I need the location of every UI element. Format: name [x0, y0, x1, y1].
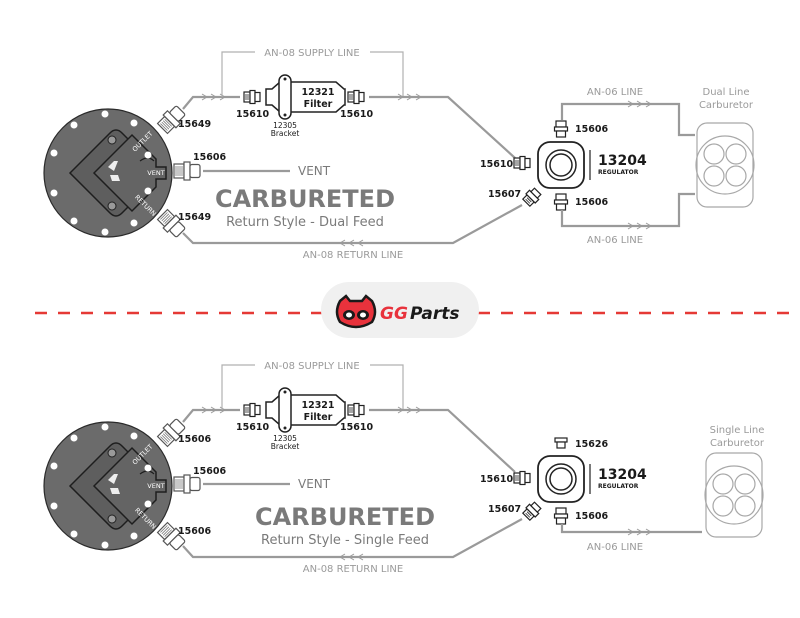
vent-line-label: VENT [298, 477, 331, 491]
gg-mascot-icon [335, 294, 377, 329]
regulator-top-label: 15626 [575, 439, 608, 450]
return-hose [182, 204, 523, 245]
regulator-return-fitting [521, 500, 543, 522]
diagram-title: CARBURETED [255, 503, 435, 531]
an06-bottom-label: AN-06 LINE [587, 235, 643, 246]
fuel-pressure-regulator: 13204 REGULATOR [537, 141, 647, 189]
supply-hose-2 [369, 95, 516, 159]
regulator-top-fitting [553, 120, 569, 138]
return-fitting-label: 15649 [178, 212, 211, 223]
supply-bracket-left [221, 364, 255, 410]
filter-outlet-fitting [347, 402, 365, 418]
diagram-subtitle: Return Style - Single Feed [261, 533, 429, 548]
supply-bracket-right [370, 364, 404, 410]
filter-name: Filter [304, 99, 333, 110]
regulator-bottom-label: 15606 [575, 197, 608, 208]
return-fitting-label: 15606 [178, 526, 211, 537]
carburetor-label-line2: Carburetor [710, 438, 765, 449]
supply-hose-2 [369, 408, 516, 473]
diagram-subtitle: Return Style - Dual Feed [226, 215, 384, 230]
bracket-part-number: 12305 [273, 121, 297, 130]
filter-name: Filter [304, 412, 333, 423]
bracket-name: Bracket [271, 129, 300, 138]
an06-bottom-hose [560, 524, 702, 534]
return-line-label: AN-08 RETURN LINE [303, 250, 403, 261]
supply-bracket-left [221, 51, 255, 97]
logo-text-gg: GG [380, 304, 408, 324]
regulator-part-number: 13204 [598, 467, 647, 483]
supply-hose-1 [182, 95, 240, 110]
an06-top-label: AN-06 LINE [587, 87, 643, 98]
regulator-return-label: 15607 [488, 189, 521, 200]
return-hose [182, 518, 523, 559]
filter-part-number: 12321 [301, 87, 334, 98]
plate-vent-label: VENT [147, 169, 164, 177]
diagram-dual-feed: OUTLET VENT RETURN 15649 15606 15649 AN-… [43, 48, 755, 261]
regulator-bottom-fitting [553, 507, 569, 525]
filter-inlet-fitting [243, 89, 261, 105]
regulator-bottom-fitting [553, 193, 569, 211]
regulator-part-number: 13204 [598, 153, 647, 169]
supply-hose-1 [182, 408, 240, 423]
vent-fitting [173, 474, 201, 494]
outlet-fitting-label: 15649 [178, 119, 211, 130]
diagram-single-feed: OUTLET VENT RETURN 15606 15606 15606 AN-… [43, 361, 765, 575]
an06-top-hose [560, 102, 695, 137]
supply-line-label: AN-08 SUPPLY LINE [264, 361, 359, 372]
an06-bottom-hose [560, 192, 695, 228]
bracket-name: Bracket [271, 442, 300, 451]
filter-part-number: 12321 [301, 400, 334, 411]
regulator-bottom-label: 15606 [575, 511, 608, 522]
bracket-part-number: 12305 [273, 434, 297, 443]
regulator-top-plug [554, 437, 568, 449]
return-line-label: AN-08 RETURN LINE [303, 564, 403, 575]
supply-bracket-right [370, 51, 404, 97]
regulator-return-label: 15607 [488, 504, 521, 515]
supply-line-label: AN-08 SUPPLY LINE [264, 48, 359, 59]
an06-bottom-label: AN-06 LINE [587, 542, 643, 553]
plate-vent-label: VENT [147, 482, 164, 490]
vent-fitting-label: 15606 [193, 152, 226, 163]
inline-filter: 12321 Filter [265, 74, 346, 120]
diagram-title: CARBURETED [215, 185, 395, 213]
filter-inlet-label: 15610 [236, 422, 269, 433]
regulator-inlet-fitting [513, 470, 531, 486]
regulator-top-label: 15606 [575, 124, 608, 135]
single-line-carburetor [704, 452, 764, 538]
filter-inlet-fitting [243, 402, 261, 418]
fuel-pump-plate: OUTLET VENT RETURN [43, 421, 173, 551]
filter-outlet-label: 15610 [340, 109, 373, 120]
outlet-fitting-label: 15606 [178, 434, 211, 445]
filter-inlet-label: 15610 [236, 109, 269, 120]
regulator-return-fitting [521, 186, 543, 208]
carburetor-label-line2: Carburetor [699, 100, 754, 111]
carburetor-label-line1: Single Line [710, 425, 765, 436]
filter-outlet-fitting [347, 89, 365, 105]
regulator-inlet-label: 15610 [480, 159, 513, 170]
inline-filter: 12321 Filter [265, 387, 346, 433]
fuel-pressure-regulator: 13204 REGULATOR [537, 455, 647, 503]
vent-fitting [173, 161, 201, 181]
regulator-inlet-fitting [513, 155, 531, 171]
regulator-name: REGULATOR [598, 169, 639, 176]
carburetor-label-line1: Dual Line [703, 87, 750, 98]
fuel-pump-plate: OUTLET VENT RETURN [43, 108, 173, 238]
filter-outlet-label: 15610 [340, 422, 373, 433]
vent-line-label: VENT [298, 164, 331, 178]
dual-line-carburetor [695, 122, 755, 208]
vent-fitting-label: 15606 [193, 466, 226, 477]
regulator-inlet-label: 15610 [480, 474, 513, 485]
regulator-name: REGULATOR [598, 483, 639, 490]
logo-text-parts: Parts [410, 304, 459, 324]
ggparts-logo: GG Parts [321, 282, 479, 338]
